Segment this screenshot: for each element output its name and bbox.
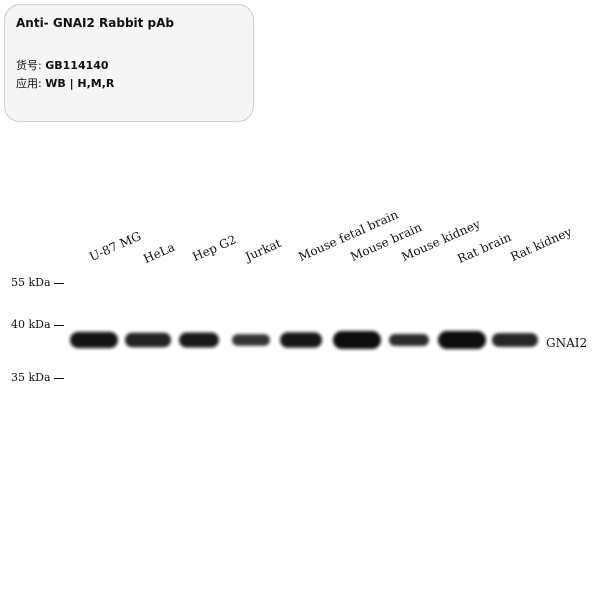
marker-55: 55 kDa xyxy=(11,276,64,289)
band-lane-9 xyxy=(492,333,538,347)
product-info-card: Anti- GNAI2 Rabbit pAb 货号: GB114140 应用: … xyxy=(4,4,254,122)
marker-55-label: 55 kDa xyxy=(11,276,51,289)
band-lane-6 xyxy=(333,331,381,349)
band-lane-7 xyxy=(389,334,429,346)
band-lane-4 xyxy=(232,334,270,346)
band-lane-5 xyxy=(280,332,322,348)
marker-35-tick xyxy=(53,377,64,379)
band-lane-8 xyxy=(438,331,486,349)
catalog-value: GB114140 xyxy=(45,59,109,72)
catalog-label: 货号: xyxy=(16,59,42,72)
marker-35-label: 35 kDa xyxy=(11,371,51,384)
application-line: 应用: WB | H,M,R xyxy=(16,75,114,91)
band-lane-1 xyxy=(70,331,118,349)
application-label: 应用: xyxy=(16,77,42,90)
band-lane-2 xyxy=(125,332,171,348)
product-title: Anti- GNAI2 Rabbit pAb xyxy=(16,16,175,30)
marker-55-tick xyxy=(53,282,64,284)
marker-35: 35 kDa xyxy=(11,371,64,384)
band-lane-3 xyxy=(179,332,219,348)
marker-40: 40 kDa xyxy=(11,318,64,331)
gnai2-band-label: GNAI2 xyxy=(546,336,588,350)
marker-40-tick xyxy=(53,324,64,326)
catalog-line: 货号: GB114140 xyxy=(16,57,109,73)
application-value: WB | H,M,R xyxy=(45,77,115,90)
marker-40-label: 40 kDa xyxy=(11,318,51,331)
